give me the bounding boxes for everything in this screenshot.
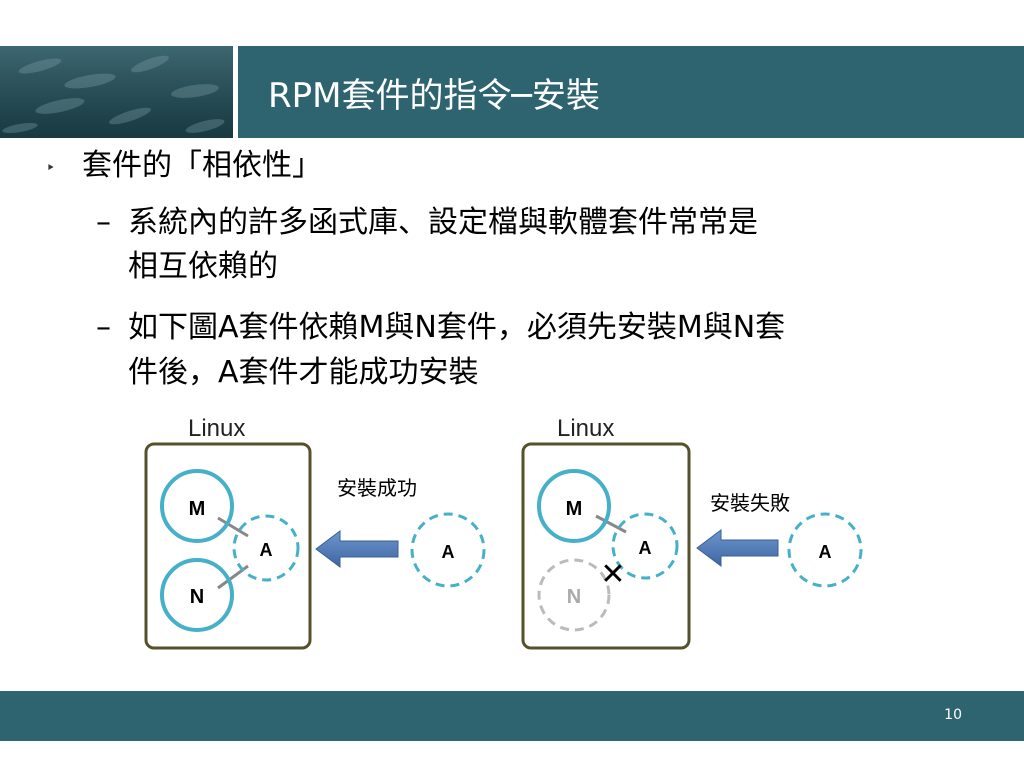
slide-title: RPM套件的指令─安裝 xyxy=(268,76,600,116)
package-n-node-left xyxy=(160,558,234,632)
label-a-outside-left: A xyxy=(442,542,455,562)
sub-bullet-dash: – xyxy=(96,205,111,240)
install-arrow-left-icon xyxy=(315,530,399,568)
bullet-arrow-icon: ‣ xyxy=(46,158,56,177)
dependency-line-m xyxy=(217,516,249,538)
install-arrow-right-icon xyxy=(696,529,779,567)
package-m-node-left xyxy=(160,469,234,543)
dependency-line-m xyxy=(595,514,627,534)
package-a-outside-left xyxy=(410,512,486,588)
label-a-inside-right: A xyxy=(639,538,652,558)
sub-bullet-2-line-2: 件後，A套件才能成功安裝 xyxy=(128,355,479,390)
status-label-left: 安裝成功 xyxy=(337,476,417,500)
dependency-diagram: Linux M N A 安裝成功 A Linux M N A ✕ 安裝失敗 A xyxy=(144,415,863,650)
page-number: 10 xyxy=(944,707,962,723)
sub-bullet-1-line-2: 相互依賴的 xyxy=(128,249,278,284)
linux-box-right xyxy=(521,442,691,650)
package-a-node-left xyxy=(232,514,300,582)
bullet-main: 套件的「相依性」 xyxy=(82,148,322,183)
os-label-left: Linux xyxy=(188,415,245,442)
title-bar xyxy=(238,46,1024,138)
package-a-outside-right xyxy=(787,512,863,588)
label-m-right: M xyxy=(566,498,583,520)
package-m-node-right xyxy=(537,469,611,543)
label-a-outside-right: A xyxy=(819,542,832,562)
label-m-left: M xyxy=(189,498,206,520)
sub-bullet-2-line-1: 如下圖A套件依賴M與N套件，必須先安裝M與N套 xyxy=(128,310,786,345)
fail-x-icon: ✕ xyxy=(600,557,625,592)
missing-package-n-node xyxy=(537,558,611,632)
linux-box-left xyxy=(144,442,312,650)
header-fish-image xyxy=(0,46,233,138)
package-a-node-right xyxy=(611,512,679,580)
sub-bullet-1-line-1: 系統內的許多函式庫、設定檔與軟體套件常常是 xyxy=(128,205,758,240)
label-a-inside-left: A xyxy=(260,540,273,560)
footer-bar xyxy=(0,691,1024,741)
status-label-right: 安裝失敗 xyxy=(710,491,790,515)
label-n-right: N xyxy=(567,586,581,608)
os-label-right: Linux xyxy=(557,415,614,442)
sub-bullet-dash: – xyxy=(96,310,111,345)
label-n-left: N xyxy=(190,586,204,608)
